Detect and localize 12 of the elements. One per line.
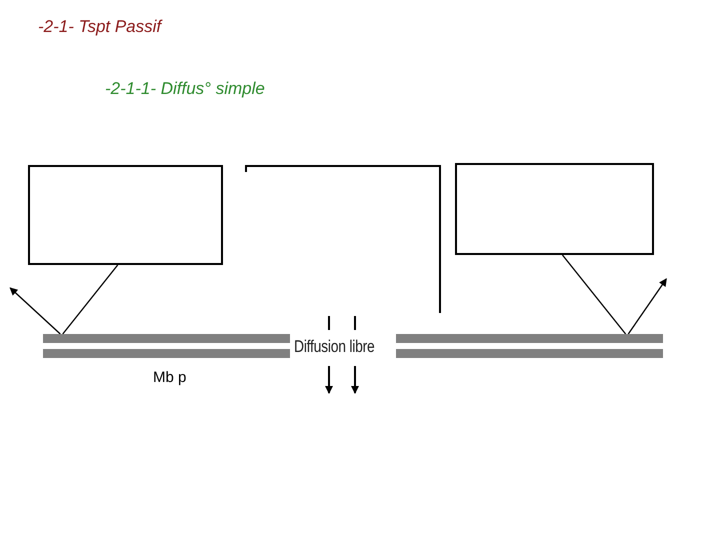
empty-box (455, 163, 654, 255)
membrane-label: Mb p (153, 369, 186, 386)
connector-line (62, 264, 118, 334)
arrow (628, 278, 667, 334)
title: -2-1- Tspt Passif (38, 17, 162, 37)
subtitle: -2-1-1- Diffus° simple (105, 79, 265, 99)
arrow (10, 287, 61, 334)
connector-line (562, 254, 626, 334)
membrane-bar (396, 334, 663, 358)
membrane-bar (43, 334, 290, 358)
empty-box (28, 165, 223, 265)
diffusion-label: Diffusion libre (294, 337, 375, 357)
